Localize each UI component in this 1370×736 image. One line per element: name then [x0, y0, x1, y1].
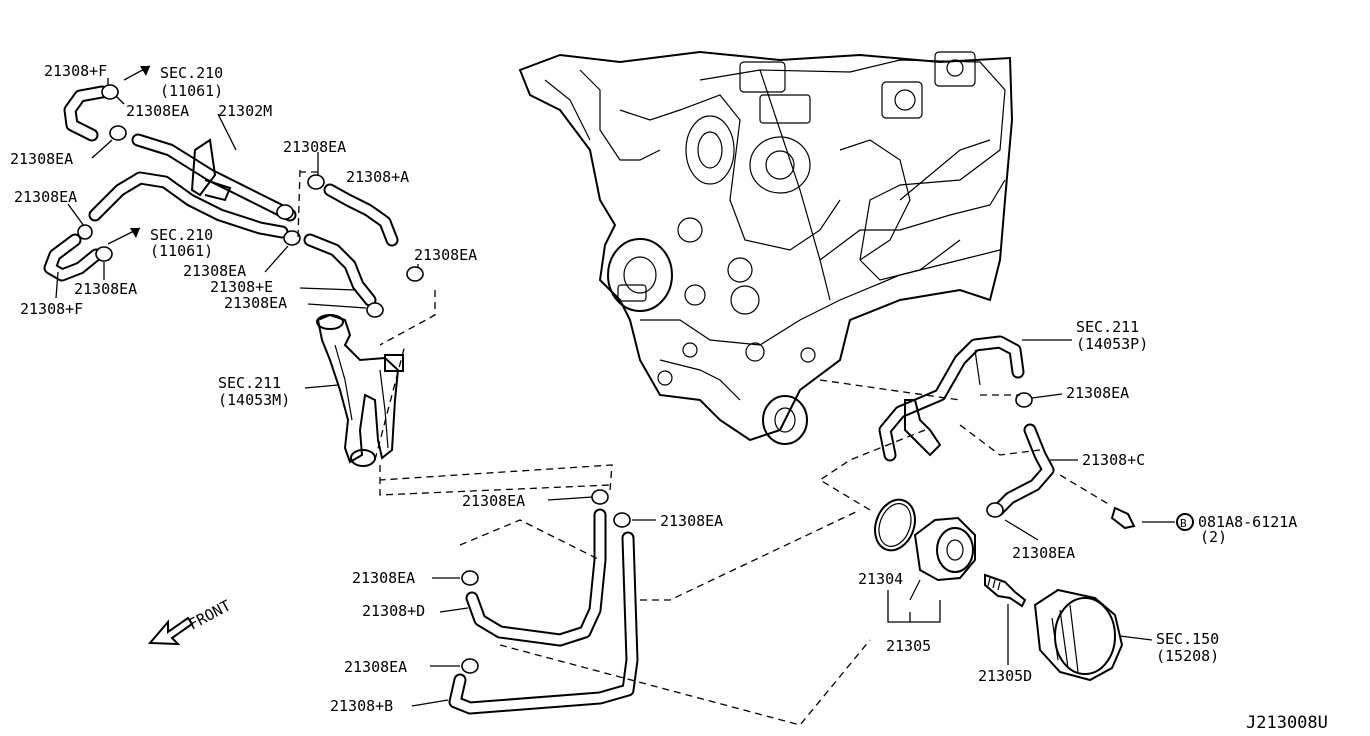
label-15208: (15208)	[1156, 647, 1219, 665]
label-21308ea-14: 21308EA	[344, 658, 407, 676]
label-21308ea-9: 21308EA	[1066, 384, 1129, 402]
label-21308ea-13: 21308EA	[352, 569, 415, 587]
leader-lines	[55, 78, 1175, 707]
label-sec211-right: SEC.211	[1076, 318, 1139, 336]
label-21308b: 21308+B	[330, 697, 393, 715]
label-21308ea-12: 21308EA	[660, 512, 723, 530]
label-bolt-b: B	[1180, 517, 1187, 530]
bolt-callout-icon	[1176, 513, 1194, 531]
front-label: FRONT	[185, 596, 233, 633]
label-11061-mid: (11061)	[150, 242, 213, 260]
label-21305d: 21305D	[978, 667, 1032, 685]
label-21308e: 21308+E	[210, 278, 273, 296]
oil-filler-pipe	[316, 313, 611, 496]
label-21308ea-4: 21308EA	[14, 188, 77, 206]
label-21308ea-11: 21308EA	[462, 492, 525, 510]
label-14053m: (14053M)	[218, 391, 290, 409]
label-21302m: 21302M	[218, 102, 272, 120]
label-081a8: 081A8-6121A	[1198, 513, 1297, 531]
label-sec150: SEC.150	[1156, 630, 1219, 648]
label-21308ea-5: 21308EA	[414, 246, 477, 264]
label-21308ea-2: 21308EA	[10, 150, 73, 168]
label-21308ea-8: 21308EA	[224, 294, 287, 312]
oil-cooler-assembly	[818, 335, 1136, 682]
upper-hose-assembly	[43, 65, 436, 346]
label-21308a: 21308+A	[346, 168, 409, 186]
callout-labels: 21308+F SEC.210 (11061) 21308EA 21302M 2…	[10, 62, 1328, 733]
label-21308ea-6: 21308EA	[183, 262, 246, 280]
label-sec210-top: SEC.210	[160, 64, 223, 82]
arrow-icon	[140, 66, 150, 76]
label-21308ea-3: 21308EA	[283, 138, 346, 156]
diagram-code: J213008U	[1246, 713, 1328, 733]
label-14053p: (14053P)	[1076, 335, 1148, 353]
lower-hose-assembly	[379, 464, 871, 726]
label-21308ea-7: 21308EA	[74, 280, 137, 298]
engine-block	[518, 50, 1014, 445]
label-sec210-mid: SEC.210	[150, 226, 213, 244]
label-21308f-bot: 21308+F	[20, 300, 83, 318]
label-qty2: (2)	[1200, 528, 1227, 546]
label-21308ea-1: 21308EA	[126, 102, 189, 120]
label-21308ea-10: 21308EA	[1012, 544, 1075, 562]
label-21305: 21305	[886, 637, 931, 655]
label-21304: 21304	[858, 570, 903, 588]
front-indicator: FRONT	[147, 596, 234, 646]
label-21308d: 21308+D	[362, 602, 425, 620]
label-21308c: 21308+C	[1082, 451, 1145, 469]
label-11061-top: (11061)	[160, 82, 223, 100]
label-21308f-top: 21308+F	[44, 62, 107, 80]
label-sec211-left: SEC.211	[218, 374, 281, 392]
